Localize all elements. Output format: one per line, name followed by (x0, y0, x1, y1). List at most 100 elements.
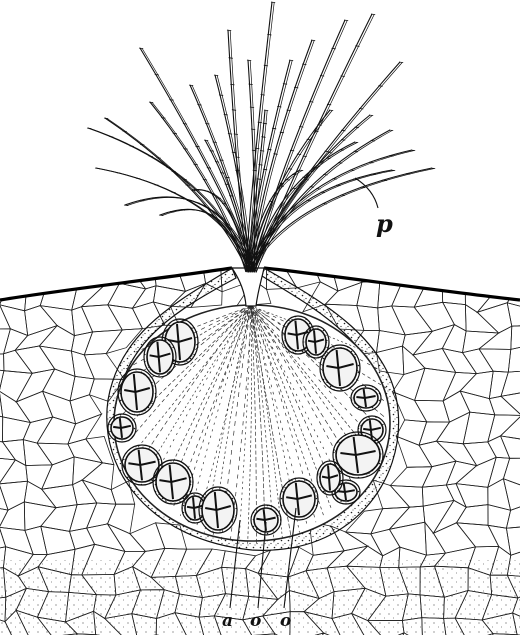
filament-septum (172, 132, 177, 135)
paraphysis-filament (179, 305, 252, 516)
filament-septum (359, 108, 364, 110)
filament-septum (340, 139, 346, 141)
filament-septum (324, 150, 329, 153)
filament-septum (193, 163, 198, 166)
paraphysis-filament-outline (249, 170, 303, 273)
paraphysis-filament-outline (216, 75, 253, 273)
filament-septum (86, 127, 92, 129)
filament-septum (195, 145, 200, 148)
filament-septum (138, 47, 144, 49)
filament-septum (292, 173, 297, 176)
filament-septum (388, 129, 394, 131)
filament-septum (378, 85, 383, 87)
tissue-cell (502, 478, 520, 511)
tissue-cell (505, 499, 520, 529)
tissue-cell (40, 268, 77, 270)
oogonium (332, 431, 384, 479)
paraphysis-filament (245, 149, 413, 273)
paraphysis-filament-outline (206, 140, 253, 273)
filament-septum (320, 191, 325, 194)
oogonia-group (107, 315, 387, 536)
filament-septum (382, 179, 387, 181)
filament-septum (218, 94, 224, 96)
tissue-cell (18, 268, 48, 286)
filament-septum (302, 63, 307, 65)
filament-septum (355, 45, 360, 47)
label-o-2: o (280, 611, 291, 631)
filament-septum (252, 169, 257, 172)
filament-septum (248, 83, 253, 85)
filament-septum (166, 166, 171, 169)
filament-septum (304, 179, 309, 181)
filament-septum (267, 148, 272, 151)
filament-septum (169, 196, 174, 198)
oogonium (302, 325, 330, 359)
oogonium (152, 459, 194, 505)
filament-septum (182, 178, 187, 181)
filament-septum (302, 176, 307, 179)
paraphysis-filament (251, 114, 371, 273)
filament-septum (206, 167, 212, 169)
oogonium (107, 413, 137, 443)
paraphysis-filament (250, 305, 376, 442)
filament-septum (296, 153, 302, 155)
paraphysis-filament (124, 196, 255, 273)
paraphysis-filament (109, 305, 252, 379)
filament-septum (339, 149, 344, 151)
tissue-cell (176, 239, 202, 264)
tissue-cell (20, 236, 53, 264)
paraphysis-filament (221, 305, 252, 541)
filament-septum (337, 162, 343, 164)
filament-septum (214, 161, 220, 163)
paraphysis-filament-outline (90, 128, 253, 273)
filament-septum (233, 133, 238, 135)
filament-septum (316, 188, 321, 190)
filament-septum (398, 61, 404, 63)
oogonium (350, 384, 382, 412)
filament-septum (389, 155, 394, 157)
filament-septum (208, 213, 213, 216)
tissue-cell (500, 268, 520, 290)
filament-septum (336, 184, 341, 187)
filament-septum (274, 192, 279, 194)
filament-septum (224, 183, 230, 185)
filament-septum (286, 109, 291, 111)
tissue-cell (416, 239, 443, 268)
filament-septum (328, 152, 333, 154)
filament-septum (109, 136, 114, 138)
paraphysis-filament-outline (141, 48, 257, 273)
filament-septum (354, 126, 359, 129)
tissue-cell (434, 268, 476, 270)
filament-septum (223, 114, 228, 116)
filament-septum (231, 109, 237, 111)
tissue-cell (500, 392, 520, 421)
tissue-cell (201, 237, 227, 261)
filament-septum (369, 161, 374, 164)
filament-septum (285, 179, 290, 181)
tissue-cell (0, 268, 8, 270)
filament-septum (229, 195, 234, 197)
filament-septum (323, 174, 328, 176)
filament-septum (259, 150, 265, 152)
filament-septum (103, 117, 109, 119)
paraphysis-filament (251, 141, 356, 273)
tissue-cell (467, 268, 501, 270)
tissue-cell (236, 279, 272, 307)
filament-septum (405, 173, 411, 175)
paraphysis-filament (144, 305, 252, 474)
tissue-cell (40, 268, 79, 287)
filament-septum (277, 106, 282, 108)
paraphysis-filament-outline (253, 115, 373, 273)
tissue-cell (60, 268, 105, 287)
tissue-cell (154, 239, 179, 264)
filament-septum (209, 150, 214, 152)
filament-septum (210, 193, 216, 195)
oogonium (198, 486, 238, 534)
tissue-cell (356, 242, 380, 264)
paraphysis-filament (159, 208, 247, 273)
tissue-cell (464, 268, 501, 290)
filament-septum (135, 177, 141, 180)
leader-line-p (354, 177, 379, 209)
tissue-cell (267, 242, 292, 265)
